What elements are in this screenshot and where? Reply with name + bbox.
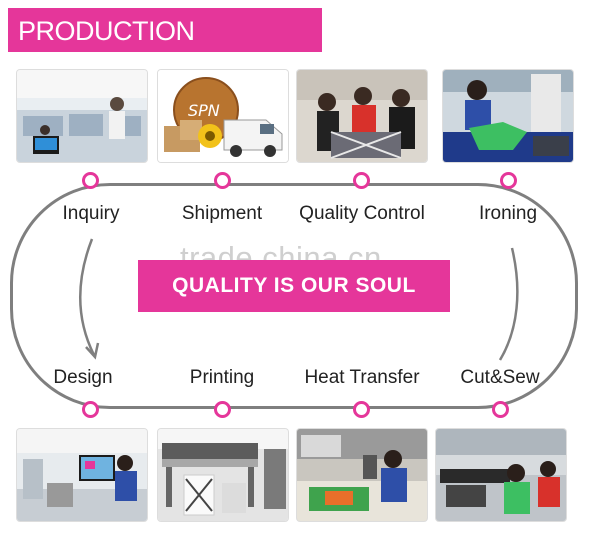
step-label-quality-control: Quality Control [299, 203, 425, 224]
step-label-ironing: Ironing [478, 203, 538, 224]
step-dot-ironing [500, 172, 517, 189]
step-dot-heat-transfer [353, 401, 370, 418]
cut-sew-photo [436, 429, 566, 521]
ironing-photo [443, 70, 573, 162]
shipment-truck-photo: SPN [158, 70, 288, 162]
printing-machines-photo [158, 429, 288, 521]
step-dot-quality-control [353, 172, 370, 189]
step-dot-cut-sew [492, 401, 509, 418]
step-label-printing: Printing [189, 367, 255, 388]
design-office-photo [17, 429, 147, 521]
svg-text:SPN: SPN [188, 101, 220, 120]
step-label-shipment: Shipment [181, 203, 263, 224]
quality-control-photo [297, 70, 427, 162]
step-label-cut-sew: Cut&Sew [460, 367, 540, 388]
quality-banner: QUALITY IS OUR SOUL [138, 260, 450, 312]
arrow-down-icon [79, 238, 100, 360]
arrow-up-icon [498, 247, 519, 361]
inquiry-office-photo [17, 70, 147, 162]
step-dot-design [82, 401, 99, 418]
heat-transfer-photo [297, 429, 427, 521]
step-dot-shipment [214, 172, 231, 189]
step-label-inquiry: Inquiry [62, 203, 120, 224]
step-dot-printing [214, 401, 231, 418]
process-loop [10, 183, 578, 409]
step-dot-inquiry [82, 172, 99, 189]
page-title: PRODUCTION PROCESS [8, 8, 322, 92]
step-label-design: Design [53, 367, 113, 388]
step-label-heat-transfer: Heat Transfer [304, 367, 420, 388]
